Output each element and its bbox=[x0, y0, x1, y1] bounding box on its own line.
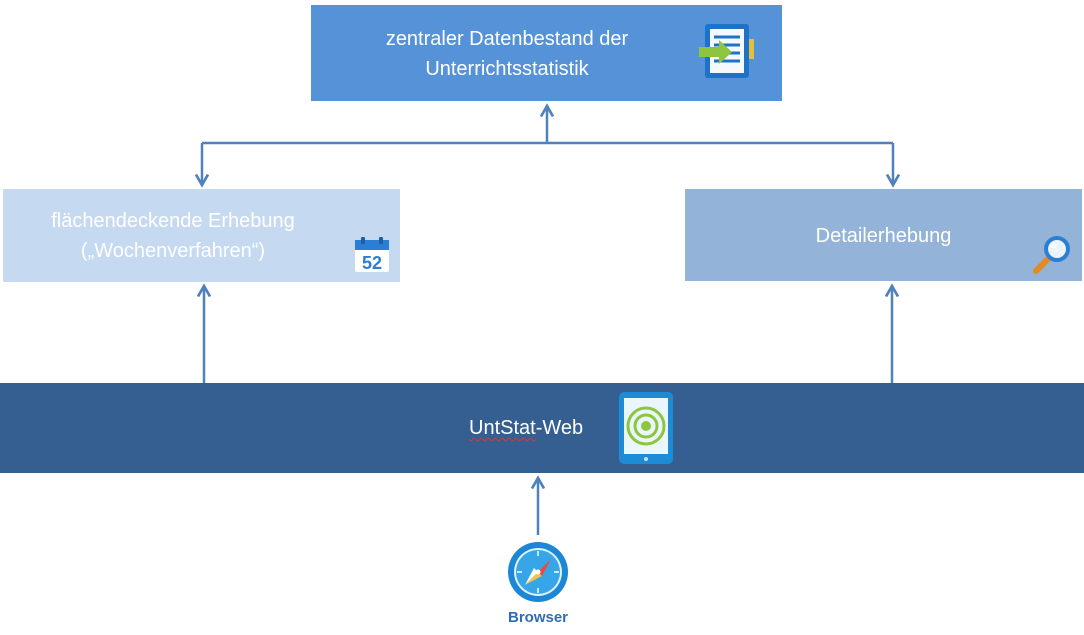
untstat-label: UntStat-Web bbox=[469, 413, 583, 443]
untstat-label-part2: -Web bbox=[535, 417, 584, 439]
browser-label: Browser bbox=[507, 609, 569, 626]
datenbestand-box: zentraler Datenbestand der Unterrichtsst… bbox=[311, 5, 782, 101]
compass-icon[interactable] bbox=[507, 541, 569, 603]
detailerhebung-label: Detailerhebung bbox=[815, 225, 952, 247]
erhebung-label: flächendeckende Erhebung („Wochenverfahr… bbox=[3, 206, 343, 266]
tablet-icon bbox=[619, 392, 673, 464]
datenbestand-label-line1: zentraler Datenbestand der bbox=[385, 28, 629, 50]
magnifier-icon bbox=[1033, 236, 1070, 274]
untstat-label-part1: UntStat bbox=[469, 417, 536, 439]
datenbestand-label: zentraler Datenbestand der Unterrichtsst… bbox=[311, 24, 703, 84]
database-cabinet-icon bbox=[699, 24, 754, 78]
calendar-icon: 52 bbox=[355, 237, 389, 273]
detailerhebung-box: Detailerhebung bbox=[685, 189, 1082, 281]
erhebung-box: flächendeckende Erhebung („Wochenverfahr… bbox=[3, 189, 400, 282]
erhebung-label-line1: flächendeckende Erhebung bbox=[51, 210, 295, 232]
datenbestand-label-line2: Unterrichtsstatistik bbox=[425, 58, 589, 80]
untstat-bar: UntStat-Web bbox=[0, 383, 1084, 473]
erhebung-label-line2: („Wochenverfahren“) bbox=[80, 240, 266, 262]
calendar-number: 52 bbox=[362, 253, 382, 273]
